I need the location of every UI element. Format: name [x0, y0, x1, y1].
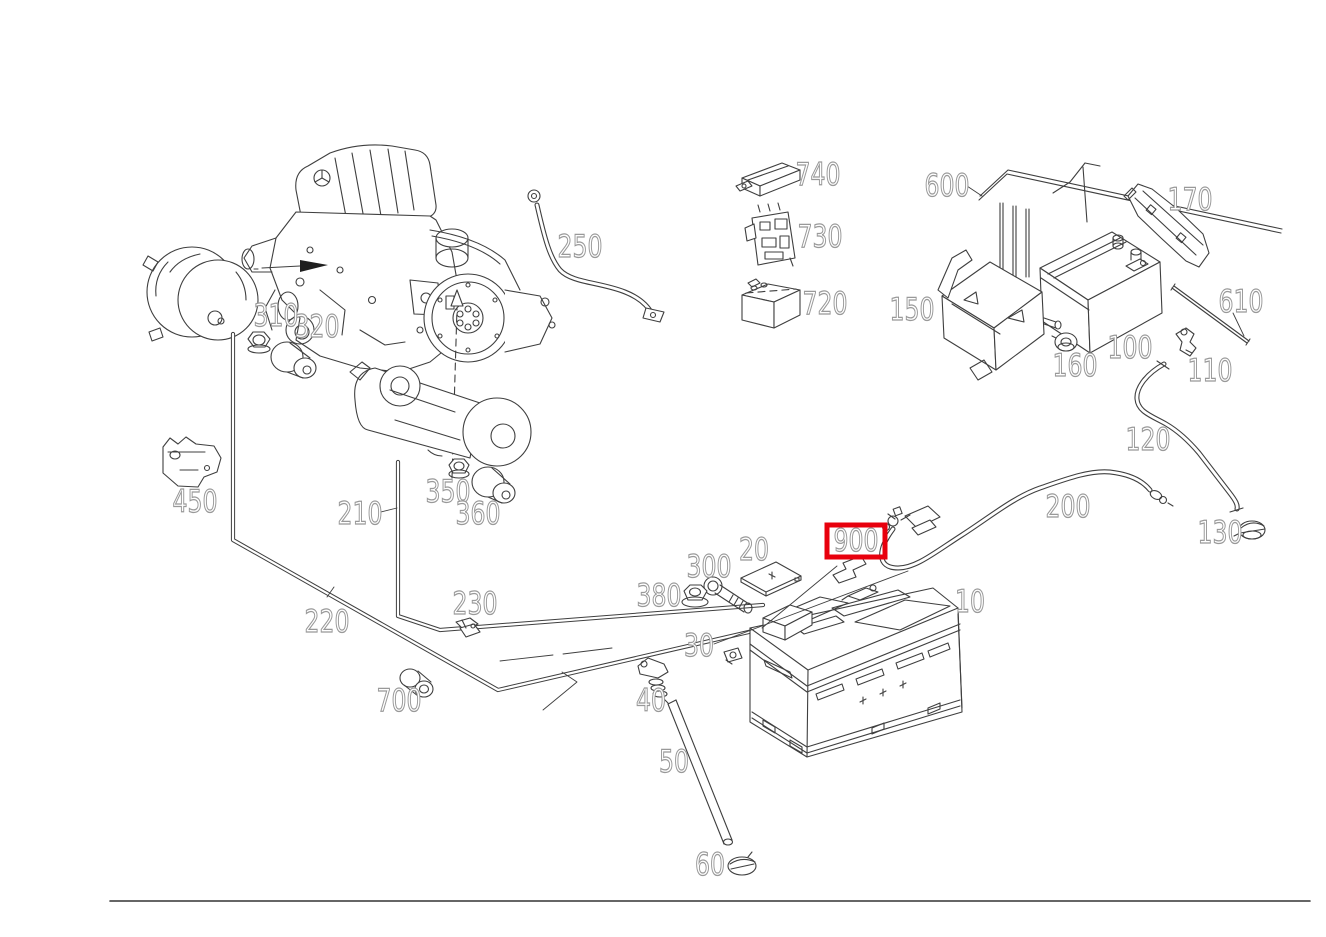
vent-tube-50: [667, 699, 734, 846]
mounting-bracket-170: [1123, 183, 1210, 268]
engine-illustration: [241, 144, 556, 479]
callout-380[interactable]: 380: [636, 577, 682, 614]
cap-fitting-130: [1233, 520, 1266, 540]
callout-110[interactable]: 110: [1187, 352, 1233, 389]
callout-layer: 10 20 30 40 50 60 100 110 120 130 150 160 170 200 210 2…: [172, 156, 1264, 883]
direction-arrow: [832, 555, 867, 584]
callout-600[interactable]: 600: [924, 167, 970, 204]
ground-strap-250: [527, 189, 665, 323]
battery-illustration: [749, 584, 963, 758]
rod-610: [1170, 283, 1251, 346]
callout-160[interactable]: 160: [1052, 347, 1098, 384]
callout-60[interactable]: 60: [694, 846, 725, 883]
flange-nut-380: [681, 584, 709, 608]
callout-30[interactable]: 30: [683, 627, 714, 664]
callout-740[interactable]: 740: [795, 156, 841, 193]
callout-320[interactable]: 320: [294, 308, 340, 345]
bracket-rail-740: [735, 162, 801, 197]
callout-730[interactable]: 730: [797, 218, 843, 255]
pointer-lines: [499, 647, 613, 711]
bracket-450-illustration: [162, 436, 222, 488]
battery-tray-150: [937, 249, 1062, 381]
callout-230[interactable]: 230: [452, 585, 498, 622]
callout-10[interactable]: 10: [954, 583, 985, 620]
cap-60: [727, 851, 757, 876]
callout-100[interactable]: 100: [1107, 329, 1153, 366]
callout-250[interactable]: 250: [557, 228, 603, 265]
callout-220[interactable]: 220: [304, 603, 350, 640]
starter-cable-210: [395, 459, 766, 633]
callout-200[interactable]: 200: [1045, 488, 1091, 525]
callout-20[interactable]: 20: [738, 531, 769, 568]
retaining-rod-600: [978, 162, 1283, 278]
grommet-160: [1051, 332, 1078, 352]
starter-illustration: [349, 361, 532, 467]
callout-210[interactable]: 210: [337, 495, 383, 532]
callout-720[interactable]: 720: [802, 285, 848, 322]
bolt-300: [703, 576, 753, 614]
clip-nut-30: [723, 647, 743, 665]
cable-clip-230: [455, 617, 481, 638]
nut-310-illustration: [247, 331, 271, 354]
callout-150[interactable]: 150: [889, 291, 935, 328]
callout-310[interactable]: 310: [253, 297, 299, 334]
callout-300[interactable]: 300: [686, 548, 732, 585]
alternator-illustration: [142, 246, 259, 342]
relay-module-730: [744, 202, 796, 267]
aux-battery-720: [741, 278, 801, 329]
callout-610[interactable]: 610: [1218, 283, 1264, 320]
battery-cable-200: [879, 469, 1174, 571]
terminal-clamp-900: [832, 505, 941, 584]
callout-130[interactable]: 130: [1197, 514, 1243, 551]
callout-900[interactable]: 900: [833, 522, 879, 559]
callout-40[interactable]: 40: [635, 682, 666, 719]
nut-350-illustration: [448, 458, 470, 479]
highlight-box: [824, 522, 888, 560]
cover-plate-20: [740, 561, 802, 597]
vent-hose-120: [1134, 360, 1244, 513]
callout-120[interactable]: 120: [1125, 421, 1171, 458]
elbow-40: [637, 657, 669, 704]
callout-50[interactable]: 50: [658, 743, 689, 780]
damper-360-illustration: [471, 466, 516, 504]
callout-350[interactable]: 350: [425, 473, 471, 510]
damper-320-illustration: [270, 341, 317, 379]
callout-170[interactable]: 170: [1167, 181, 1213, 218]
callout-700[interactable]: 700: [376, 682, 422, 719]
diagram-line-art: [109, 144, 1311, 902]
alternator-cable-220: [230, 331, 769, 693]
leader-lines: [326, 185, 1245, 645]
spacer-700-illustration: [399, 668, 434, 698]
auxiliary-battery-100: [1039, 231, 1163, 354]
callout-360[interactable]: 360: [455, 495, 501, 532]
elbow-fitting-110: [1175, 327, 1197, 357]
callout-450[interactable]: 450: [172, 483, 218, 520]
